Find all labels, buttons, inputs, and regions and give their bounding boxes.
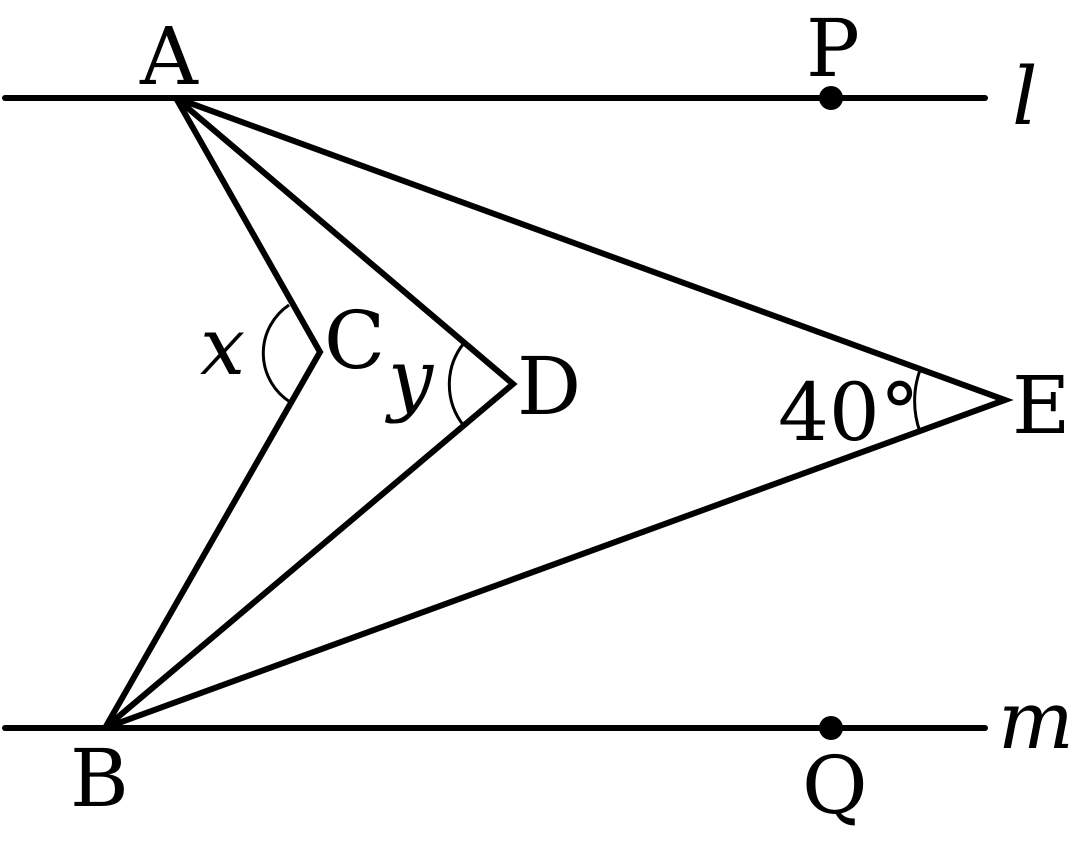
label-a: A	[139, 10, 199, 103]
angle-arc-x	[261, 303, 291, 404]
label-p: P	[806, 2, 860, 95]
angle-arc-y	[447, 342, 466, 427]
label-c: C	[324, 294, 385, 387]
label-angle-e: 40°	[778, 366, 920, 459]
label-angle-x: x	[200, 300, 245, 393]
label-e: E	[1012, 359, 1070, 452]
label-d: D	[517, 340, 581, 433]
point-q-dot	[819, 716, 843, 740]
point-p-dot	[819, 86, 843, 110]
label-b: B	[70, 732, 129, 825]
label-line-l: l	[1012, 50, 1038, 143]
label-line-m: m	[998, 674, 1074, 767]
path-a-d-b	[102, 95, 518, 731]
path-a-c-b	[102, 95, 324, 731]
label-angle-y: y	[385, 332, 435, 425]
path-a-e-b	[102, 95, 1014, 731]
label-q: Q	[802, 739, 868, 832]
angle-arc-e	[913, 369, 922, 433]
